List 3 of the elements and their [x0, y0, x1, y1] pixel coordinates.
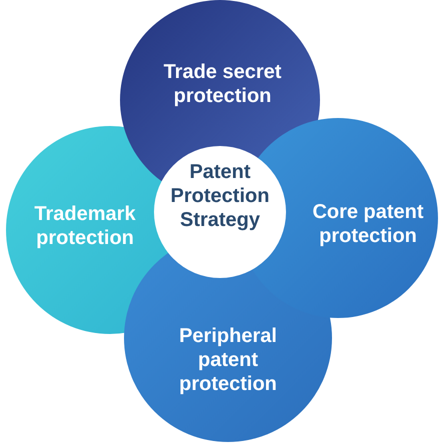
circle-label: Trade secret protection — [150, 60, 295, 108]
circle-label: Core patent protection — [300, 200, 436, 248]
circle-label: Trademark protection — [10, 202, 160, 250]
